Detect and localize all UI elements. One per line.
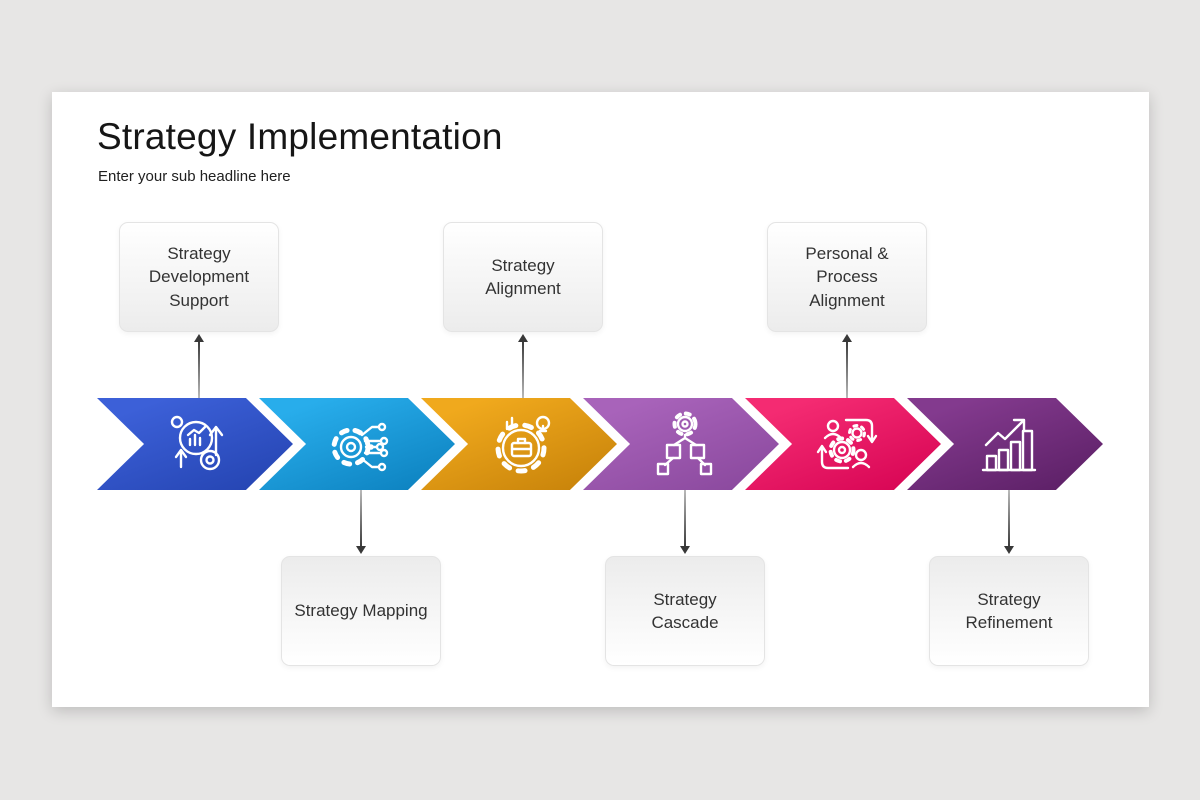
chevron-step-1	[97, 398, 293, 490]
down-arrow-connector	[1002, 490, 1016, 554]
step-label-box-1: Strategy Development Support	[119, 222, 279, 332]
step-label: Strategy Mapping	[294, 601, 428, 621]
growth-analysis-icon	[170, 415, 224, 471]
connector-line	[360, 490, 362, 546]
down-arrow-connector	[678, 490, 692, 554]
step-label-box-6: Strategy Refinement	[929, 556, 1089, 666]
digital-gear-icon	[331, 422, 389, 472]
step-label-box-4: Strategy Cascade	[605, 556, 765, 666]
up-arrow-connector	[516, 334, 530, 398]
step-label-box-2: Strategy Mapping	[281, 556, 441, 666]
connector-line	[198, 342, 200, 398]
arrowhead-down-icon	[1004, 546, 1014, 554]
growth-chart-icon	[981, 418, 1037, 472]
slide-title: Strategy Implementation	[97, 116, 503, 157]
step-label: Strategy Refinement	[965, 589, 1053, 632]
step-label: Strategy Cascade	[651, 589, 719, 632]
up-arrow-connector	[192, 334, 206, 398]
arrowhead-down-icon	[680, 546, 690, 554]
step-label-box-3: Strategy Alignment	[443, 222, 603, 332]
chevron-step-4	[583, 398, 779, 490]
slide-subtitle: Enter your sub headline here	[98, 168, 291, 185]
connector-line	[846, 342, 848, 398]
arrowhead-up-icon	[842, 334, 852, 342]
arrowhead-down-icon	[356, 546, 366, 554]
step-label: Strategy Development Support	[148, 243, 250, 310]
business-gear-icon	[495, 415, 551, 474]
arrowhead-up-icon	[518, 334, 528, 342]
step-label: Strategy Alignment	[485, 255, 561, 298]
connector-line	[1008, 490, 1010, 546]
step-label: Personal & Process Alignment	[805, 243, 889, 310]
people-process-icon	[816, 418, 878, 470]
step-label-box-5: Personal & Process Alignment	[767, 222, 927, 332]
arrowhead-up-icon	[194, 334, 204, 342]
slide: Strategy Implementation Enter your sub h…	[52, 92, 1149, 707]
chevron-step-6	[907, 398, 1103, 490]
connector-line	[684, 490, 686, 546]
up-arrow-connector	[840, 334, 854, 398]
down-arrow-connector	[354, 490, 368, 554]
hierarchy-icon	[656, 411, 713, 476]
connector-line	[522, 342, 524, 398]
